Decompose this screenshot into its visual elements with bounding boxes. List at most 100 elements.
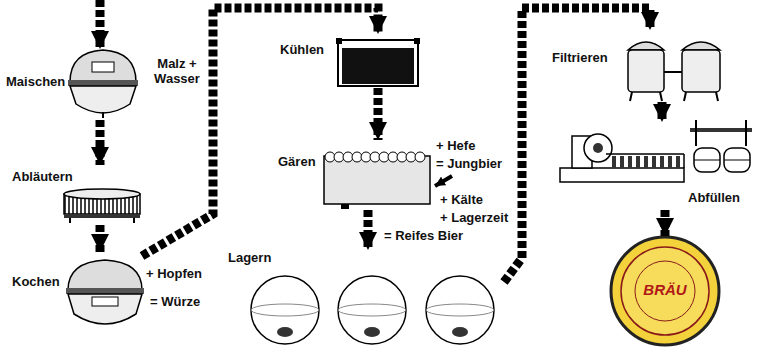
keg-station-part — [694, 160, 720, 161]
process-note: + Hefe — [436, 138, 475, 153]
keg-station-part — [694, 148, 720, 172]
bottles-part — [668, 156, 672, 168]
flow-arrow — [374, 88, 383, 140]
filter-tanks-part — [628, 50, 664, 92]
process-note: = Reifes Bier — [384, 228, 463, 243]
brew-kettle-part — [66, 288, 144, 294]
process-note: Malz + Wasser — [150, 56, 204, 86]
lager-tanks-part — [364, 327, 380, 337]
yeast-arrow-part — [435, 176, 452, 186]
cooler — [336, 38, 420, 86]
mash-kettle-part — [70, 50, 136, 82]
bottles-part — [660, 156, 664, 168]
step-label: Abläutern — [12, 169, 73, 185]
foam — [325, 152, 425, 162]
flow-arrow — [658, 102, 667, 122]
filter-tanks-part — [716, 92, 718, 101]
flow-arrow — [96, 225, 105, 252]
filter-tanks-part — [660, 92, 662, 101]
lauter-tun-part — [64, 214, 140, 218]
process-step: Abläutern — [12, 165, 144, 225]
cooler-part — [342, 48, 414, 84]
step-label: Filtrieren — [552, 50, 608, 66]
fermentation-tank-part — [341, 204, 349, 209]
fermentation-tank — [324, 152, 430, 209]
brew-kettle — [66, 260, 144, 324]
flow-arrow — [504, 8, 650, 282]
process-step: Kühlen — [278, 34, 420, 88]
lauter-tun — [64, 189, 140, 223]
process-note: = Würze — [150, 294, 200, 309]
lager-tanks-part — [251, 304, 319, 316]
step-label: Maischen — [6, 74, 65, 90]
yeast-arrow — [435, 176, 452, 186]
beer-coaster-part — [611, 237, 719, 345]
mash-kettle-part — [102, 112, 104, 118]
brew-kettle-part — [68, 294, 142, 324]
fermentation-tank-part — [324, 156, 430, 204]
mash-kettle — [68, 50, 138, 118]
lager-tanks-part — [426, 276, 494, 344]
filling-machine — [560, 134, 684, 182]
step-label: Kühlen — [280, 42, 324, 58]
lager-tanks-part — [338, 304, 406, 316]
step-label: Lagern — [228, 250, 271, 266]
bottles-part — [620, 156, 624, 168]
filling-machine-part — [606, 153, 684, 155]
lager-tanks-part — [426, 304, 494, 316]
bottles-part — [628, 156, 632, 168]
filter-tanks-part — [664, 71, 682, 73]
beer-coaster — [611, 237, 719, 345]
flow-arrow — [142, 8, 378, 256]
step-label: Abfüllen — [688, 190, 740, 206]
process-step: Maischen — [6, 38, 140, 120]
step-label: Kochen — [12, 274, 60, 290]
foam-part — [415, 152, 425, 162]
filter-tanks-part — [682, 42, 720, 50]
bottles-part — [652, 156, 656, 168]
process-step: Gären — [276, 140, 434, 210]
lauter-tun-part — [133, 218, 135, 223]
step-label: Gären — [278, 154, 316, 170]
bottles — [612, 156, 680, 168]
mash-kettle-part — [92, 62, 114, 72]
filling-machine-part — [560, 168, 684, 182]
bottles-part — [636, 156, 640, 168]
brew-kettle-part — [68, 260, 142, 290]
filter-tanks-part — [630, 92, 632, 101]
brew-kettle-part — [92, 297, 118, 306]
filling-machine-part — [683, 154, 685, 168]
process-step: Lagern — [226, 250, 504, 348]
coaster-node: BRÄU — [610, 236, 720, 346]
lager-tanks-part — [452, 327, 468, 337]
filling-machine-part — [593, 143, 603, 153]
keg-station-part — [724, 160, 750, 161]
process-note: + Lagerzeit — [440, 210, 508, 225]
input-arrow — [100, 0, 101, 49]
cooler-part — [414, 38, 420, 44]
bottles-part — [644, 156, 648, 168]
keg-station-part — [690, 128, 752, 132]
keg-station-part — [695, 120, 697, 146]
lager-tanks-part — [338, 276, 406, 344]
keg-station — [690, 120, 752, 172]
lager-tanks-part — [251, 276, 319, 344]
filter-tanks-part — [628, 42, 664, 50]
cooler-part — [336, 38, 342, 44]
process-note: + Hopfen — [146, 266, 202, 281]
mash-kettle-part — [70, 86, 136, 113]
lager-tanks — [251, 276, 494, 344]
keg-station-part — [745, 120, 747, 146]
lauter-tun-part — [69, 218, 71, 223]
process-note: = Jungbier — [436, 156, 502, 171]
beer-coaster-part — [635, 261, 695, 321]
keg-station-part — [724, 148, 750, 172]
process-step: Abfüllen — [558, 122, 754, 210]
lager-tanks-part — [277, 327, 293, 337]
input-arrow-part — [96, 0, 105, 49]
flow-arrow — [364, 210, 373, 250]
filter-tanks-part — [684, 92, 686, 101]
cooler-part — [338, 40, 418, 86]
process-step: Filtrieren — [552, 30, 727, 102]
filter-tanks — [628, 42, 720, 101]
